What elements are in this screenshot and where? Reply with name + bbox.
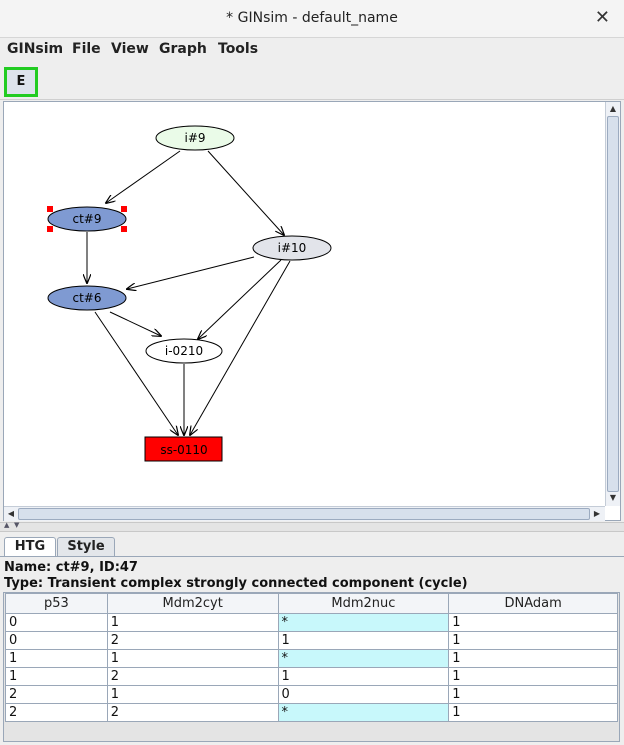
table-cell[interactable]: * (277, 703, 450, 722)
column-header-mdm2nuc[interactable]: Mdm2nuc (277, 593, 450, 614)
tab-bar: HTG Style (0, 535, 624, 557)
table-cell[interactable]: 0 (277, 685, 450, 704)
menu-view[interactable]: View (111, 41, 149, 57)
table-cell[interactable]: 1 (106, 613, 279, 632)
edge-i10-ct6[interactable] (127, 256, 255, 289)
table-cell[interactable]: 0 (5, 631, 108, 650)
vertical-scrollbar[interactable]: ▲ ▼ (605, 102, 620, 506)
node-i0210[interactable]: i-0210 (145, 338, 223, 364)
horizontal-scrollbar[interactable]: ◀ ▶ (4, 506, 605, 521)
table-cell[interactable]: 1 (448, 667, 618, 686)
table-cell[interactable]: * (277, 613, 450, 632)
table-cell[interactable]: 1 (448, 649, 618, 668)
table-cell[interactable]: 1 (106, 685, 279, 704)
table-cell[interactable]: 1 (448, 613, 618, 632)
menu-ginsim[interactable]: GINsim (7, 41, 64, 57)
node-ss0110-shape (144, 436, 223, 462)
vertical-scroll-thumb[interactable] (607, 116, 619, 492)
table-cell[interactable]: 1 (5, 667, 108, 686)
table-cell[interactable]: 1 (277, 667, 450, 686)
scroll-left-icon[interactable]: ◀ (7, 509, 15, 518)
horizontal-scroll-thumb[interactable] (18, 508, 590, 520)
node-name-label: Name: ct#9, ID:47 (4, 560, 138, 575)
table-row[interactable]: 1 1 * 1 (5, 649, 618, 668)
node-ct6-shape (47, 285, 127, 311)
selection-handle-tl[interactable] (47, 206, 53, 212)
node-ct6[interactable]: ct#6 (47, 285, 127, 311)
tab-divider (0, 556, 624, 557)
table-cell[interactable]: 2 (106, 631, 279, 650)
node-i10[interactable]: i#10 (252, 235, 332, 261)
node-ct9-shape (47, 206, 127, 232)
state-table-panel: p53 Mdm2cyt Mdm2nuc DNAdam 0 1 * 1 0 2 1… (3, 592, 620, 742)
column-header-mdm2cyt[interactable]: Mdm2cyt (106, 593, 279, 614)
table-cell[interactable]: 1 (448, 703, 618, 722)
menu-graph[interactable]: Graph (159, 41, 207, 57)
table-row[interactable]: 0 1 * 1 (5, 613, 618, 632)
node-i10-shape (252, 235, 332, 261)
collapse-up-icon[interactable]: ▲ (4, 521, 10, 529)
table-cell[interactable]: 1 (106, 649, 279, 668)
edge-ct6-i0210[interactable] (109, 311, 161, 336)
node-ct9[interactable]: ct#9 (47, 206, 127, 232)
table-cell[interactable]: 2 (106, 667, 279, 686)
node-ss0110[interactable]: ss-0110 (144, 436, 223, 462)
toolbar: E (0, 62, 624, 100)
edge-i9-ct9[interactable] (106, 150, 181, 203)
tab-style[interactable]: Style (57, 537, 115, 557)
table-cell[interactable]: 1 (277, 631, 450, 650)
table-cell[interactable]: 1 (448, 685, 618, 704)
table-row[interactable]: 2 2 * 1 (5, 703, 618, 722)
node-i0210-label: i-0210 (165, 344, 203, 358)
node-i10-label: i#10 (278, 241, 307, 255)
table-row[interactable]: 2 1 0 1 (5, 685, 618, 704)
edge-i10-ss0110[interactable] (190, 260, 291, 435)
split-pane-divider[interactable]: ▲ ▼ (0, 521, 624, 532)
column-header-p53[interactable]: p53 (5, 593, 108, 614)
edit-mode-button[interactable]: E (4, 67, 38, 97)
node-i9-label: i#9 (184, 131, 205, 145)
table-cell[interactable]: 2 (106, 703, 279, 722)
table-cell[interactable]: 2 (5, 685, 108, 704)
table-cell[interactable]: * (277, 649, 450, 668)
scroll-up-icon[interactable]: ▲ (609, 104, 617, 113)
scroll-down-icon[interactable]: ▼ (609, 493, 617, 502)
close-icon[interactable]: ✕ (594, 7, 610, 28)
table-cell[interactable]: 1 (448, 631, 618, 650)
collapse-down-icon[interactable]: ▼ (14, 521, 20, 529)
table-cell[interactable]: 1 (5, 649, 108, 668)
node-i9-shape (155, 125, 235, 151)
table-row[interactable]: 1 2 1 1 (5, 667, 618, 686)
node-type-label: Type: Transient complex strongly connect… (4, 576, 468, 591)
selection-handle-tr[interactable] (121, 206, 127, 212)
node-i9[interactable]: i#9 (155, 125, 235, 151)
graph-canvas[interactable]: i#9 ct#9 i#10 ct#6 i-0210 ss-0110 (3, 101, 621, 521)
node-i0210-shape (145, 338, 223, 364)
edge-i10-i0210[interactable] (198, 259, 282, 339)
column-header-dnadam[interactable]: DNAdam (448, 593, 618, 614)
selection-handle-br[interactable] (121, 226, 127, 232)
table-row[interactable]: 0 2 1 1 (5, 631, 618, 650)
state-table: p53 Mdm2cyt Mdm2nuc DNAdam 0 1 * 1 0 2 1… (5, 593, 618, 722)
tab-htg[interactable]: HTG (4, 537, 56, 557)
edge-i9-i10[interactable] (207, 150, 284, 235)
menu-tools[interactable]: Tools (218, 41, 259, 57)
scroll-right-icon[interactable]: ▶ (593, 509, 601, 518)
graph-svg[interactable]: i#9 ct#9 i#10 ct#6 i-0210 ss-0110 (4, 102, 606, 506)
table-cell[interactable]: 0 (5, 613, 108, 632)
menu-file[interactable]: File (72, 41, 101, 57)
node-ct9-label: ct#9 (73, 212, 102, 226)
node-ct6-label: ct#6 (73, 291, 102, 305)
menu-bar: GINsim File View Graph Tools (0, 38, 624, 62)
node-ss0110-label: ss-0110 (160, 443, 207, 457)
table-header-row: p53 Mdm2cyt Mdm2nuc DNAdam (5, 593, 618, 614)
window-title: * GINsim - default_name (226, 10, 398, 26)
title-bar: * GINsim - default_name ✕ (0, 0, 624, 38)
selection-handle-bl[interactable] (47, 226, 53, 232)
edge-ct6-ss0110[interactable] (94, 311, 178, 435)
table-cell[interactable]: 2 (5, 703, 108, 722)
